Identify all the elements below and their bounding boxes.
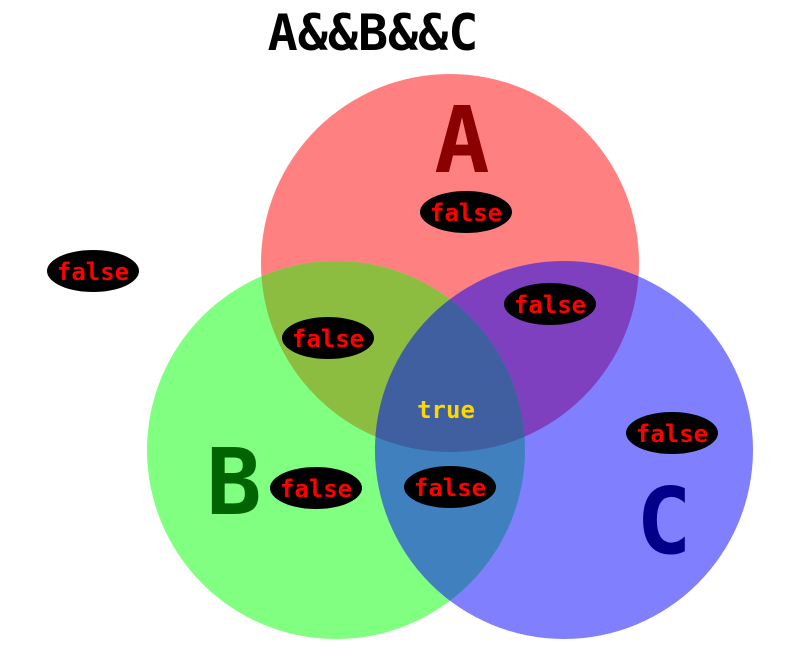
abc-value: true — [417, 396, 475, 424]
bc-value-bubble — [404, 466, 496, 508]
ab-value-bubble — [282, 317, 374, 359]
outside-value: false — [57, 258, 129, 286]
set-b-label: B — [206, 429, 261, 536]
b-only-value: false — [280, 475, 352, 503]
a-only-value: false — [430, 199, 502, 227]
c-only-value-bubble — [626, 412, 718, 454]
ac-value-bubble — [504, 283, 596, 325]
bc-value: false — [414, 474, 486, 502]
ac-value: false — [514, 291, 586, 319]
diagram-title: A&&B&&C — [268, 4, 479, 62]
c-only-value: false — [636, 420, 708, 448]
set-c-label: C — [636, 468, 691, 575]
overlap-abc-region — [375, 261, 525, 452]
b-only-value-bubble — [270, 467, 362, 509]
outside-value-bubble — [47, 250, 139, 292]
ab-value: false — [292, 325, 364, 353]
a-only-value-bubble — [420, 191, 512, 233]
set-a-label: A — [434, 87, 489, 194]
